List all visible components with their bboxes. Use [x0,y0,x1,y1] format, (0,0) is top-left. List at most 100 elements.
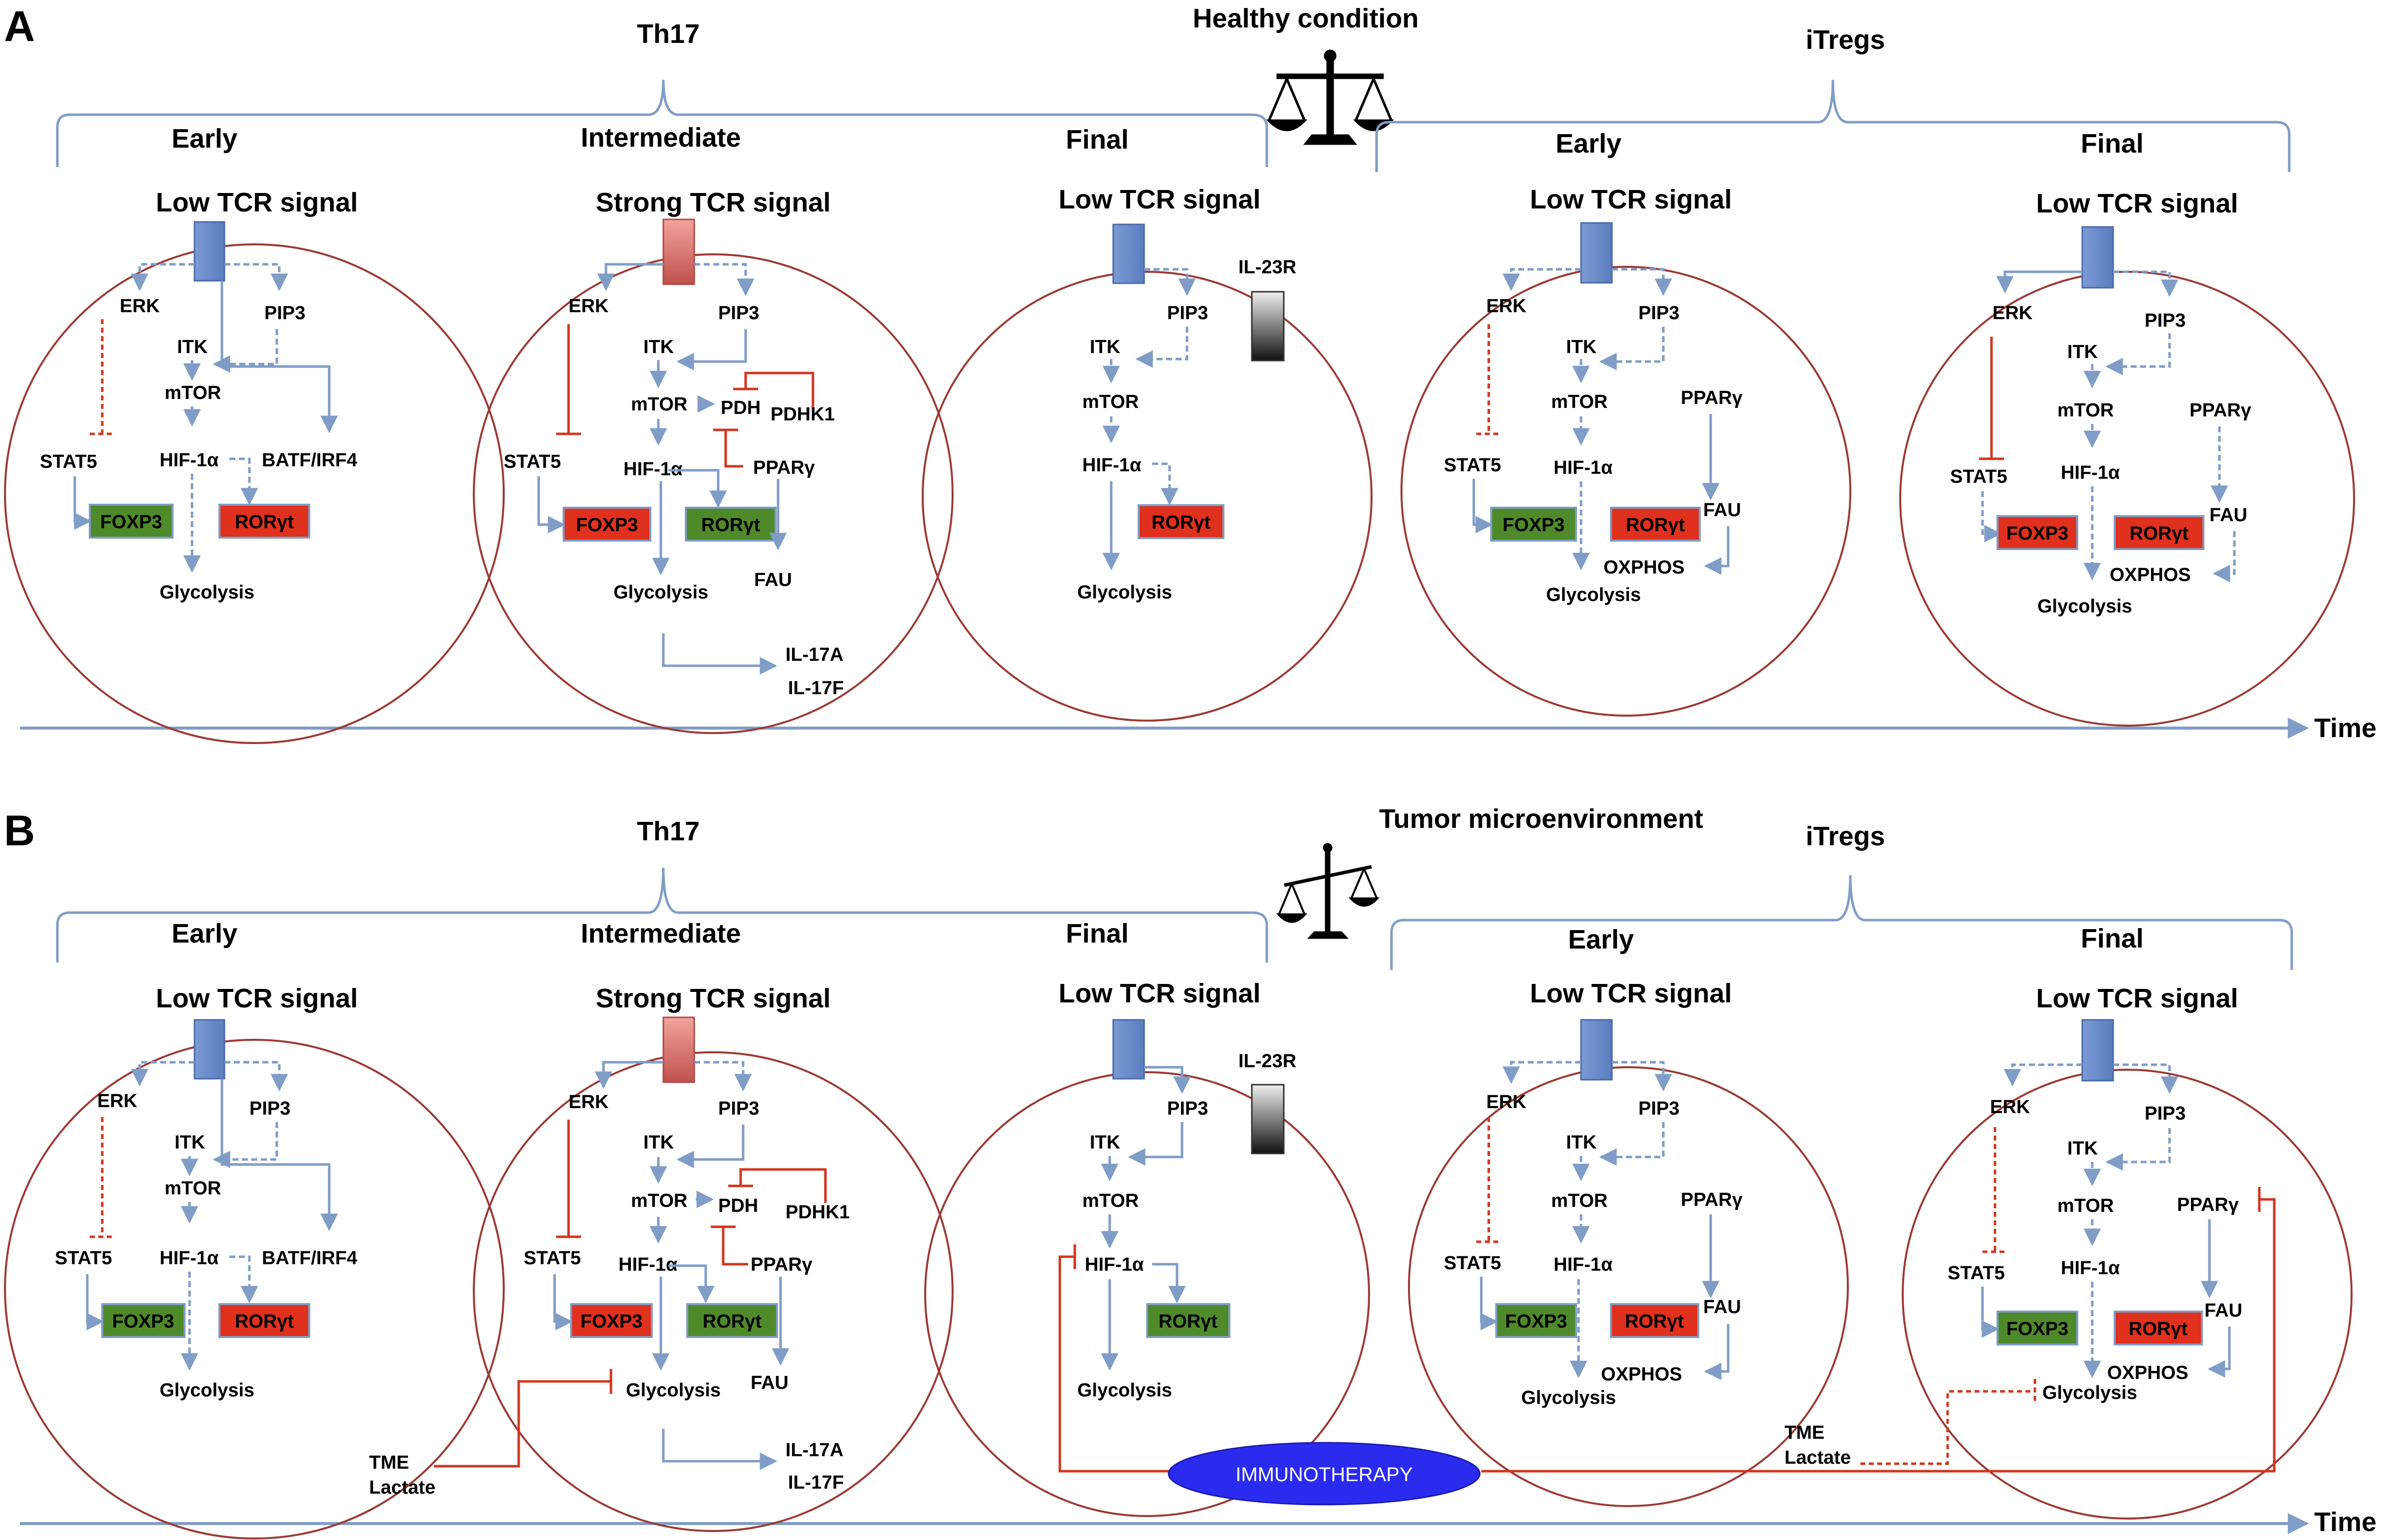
cell-th17-final: Low TCR signal IL-23R PIP3 ITK mTOR HIF-… [924,978,1370,1517]
stat5-label: STAT5 [1444,455,1501,476]
immunotherapy-inhibition-left [1058,1244,1170,1473]
pip3-label: PIP3 [718,303,759,324]
immunotherapy-label: IMMUNOTHERAPY [1235,1464,1413,1486]
rorgt-box [1610,507,1701,542]
cell-th17-intermediate: Strong TCR signal ERK PIP3 ITK mTOR PDH … [369,983,954,1532]
panel-a: A Th17 Healthy condition iTregs Early In… [4,2,2377,744]
phase-early: Early [172,919,237,949]
hif-label: HIF-1α [618,1254,677,1275]
rorgt-label: RORγt [1625,1311,1684,1332]
rorgt-box [2114,515,2204,550]
balance-scale-icon [1266,49,1394,145]
pdhk1-label: PDHK1 [786,1202,850,1223]
mtor-label: mTOR [2057,400,2114,421]
cell-th17-early: Low TCR signal ERK PIP3 ITK mTOR STAT5 H… [4,188,505,744]
foxp3-box [563,507,651,542]
itk-label: ITK [643,337,674,358]
il23r-receptor [1251,1084,1285,1155]
hif-label: HIF-1α [160,450,218,471]
hif-label: HIF-1α [2061,462,2120,483]
tcr-receptor [662,1016,695,1083]
foxp3-label: FOXP3 [112,1311,175,1332]
hif-label: HIF-1α [1554,1254,1612,1275]
rorgt-label: RORγt [2130,523,2189,544]
foxp3-label: FOXP3 [100,512,163,533]
stat5-label: STAT5 [504,451,561,472]
th17-label: Th17 [637,816,700,846]
rorgt-box [1138,504,1224,539]
rorgt-label: RORγt [2129,1319,2188,1340]
erk-label: ERK [569,296,609,317]
foxp3-box [89,504,174,539]
itregs-brace [1390,875,2293,970]
itk-label: ITK [1566,337,1597,358]
tcr-signal-label: Strong TCR signal [596,188,831,217]
rorgt-box [1146,1303,1230,1338]
tcr-signal-label: Strong TCR signal [596,983,831,1013]
fau-label: FAU [2209,505,2247,526]
foxp3-label: FOXP3 [576,515,638,536]
mtor-label: mTOR [1551,391,1607,412]
ppar-label: PPARγ [2189,400,2251,421]
stat5-label: STAT5 [1444,1253,1501,1274]
cell-th17-early: Low TCR signal ERK PIP3 ITK mTOR STAT5 H… [4,983,505,1540]
erk-label: ERK [1990,1097,2030,1118]
glycolysis-label: Glycolysis [626,1380,721,1401]
il17f-label: IL-17F [788,678,844,699]
phase-final: Final [1066,125,1129,155]
hif-label: HIF-1α [1082,455,1141,476]
mtor-label: mTOR [2057,1195,2114,1216]
erk-label: ERK [120,296,160,317]
cell-th17-intermediate: Strong TCR signal ERK PIP3 ITK mTOR PDH … [473,188,954,734]
foxp3-label: FOXP3 [2006,523,2069,544]
foxp3-box [1996,1311,2078,1346]
phase-intermediate: Intermediate [581,919,741,949]
pip3-label: PIP3 [1638,1098,1679,1119]
itregs-label: iTregs [1805,25,1885,55]
pip3-label: PIP3 [718,1098,759,1119]
tcr-receptor [1580,1019,1613,1081]
fau-label: FAU [754,570,792,590]
th17-label: Th17 [637,19,700,49]
phase-early: Early [1556,129,1621,159]
fau-label: FAU [1703,1297,1741,1318]
mtor-label: mTOR [1082,391,1139,412]
glycolysis-label: Glycolysis [1521,1387,1616,1408]
batf-label: BATF/IRF4 [262,450,357,471]
itk-label: ITK [2067,342,2098,363]
itk-label: ITK [1090,337,1121,358]
time-label: Time [2314,1507,2377,1537]
foxp3-label: FOXP3 [1505,1311,1568,1332]
hif-label: HIF-1α [1085,1254,1144,1275]
oxphos-label: OXPHOS [1603,557,1685,578]
pdh-label: PDH [721,397,761,418]
rorgt-label: RORγt [701,515,761,536]
rorgt-label: RORγt [1152,512,1211,533]
pip3-label: PIP3 [264,303,305,324]
immunotherapy-ellipse [1168,1442,1481,1506]
il23r-receptor [1251,291,1285,362]
lactate-label: Lactate [369,1477,435,1498]
cell-itregs-early: Low TCR signal ERK PIP3 ITK mTOR PPARγ S… [1400,185,1851,717]
erk-label: ERK [569,1092,609,1113]
tcr-receptor [662,218,695,285]
rorgt-label: RORγt [1626,515,1685,536]
itk-label: ITK [643,1132,674,1153]
glycolysis-label: Glycolysis [613,582,708,603]
immunotherapy-inhibition-right [1481,1187,2276,1473]
tcr-signal-label: Low TCR signal [1530,978,1732,1008]
foxp3-box [570,1303,653,1338]
foxp3-label: FOXP3 [1503,515,1565,536]
pip3-label: PIP3 [2145,1103,2185,1124]
glycolysis-label: Glycolysis [1077,1380,1172,1401]
foxp3-box [1495,1303,1577,1338]
tcr-signal-label: Low TCR signal [1059,978,1261,1008]
pdhk1-label: PDHK1 [771,404,835,425]
il17a-label: IL-17A [786,1440,843,1461]
tcr-signal-label: Low TCR signal [2036,189,2238,218]
th17-brace [56,79,1268,167]
phase-final: Final [2081,924,2144,954]
il17f-label: IL-17F [788,1472,844,1493]
rorgt-box [1610,1303,1699,1338]
